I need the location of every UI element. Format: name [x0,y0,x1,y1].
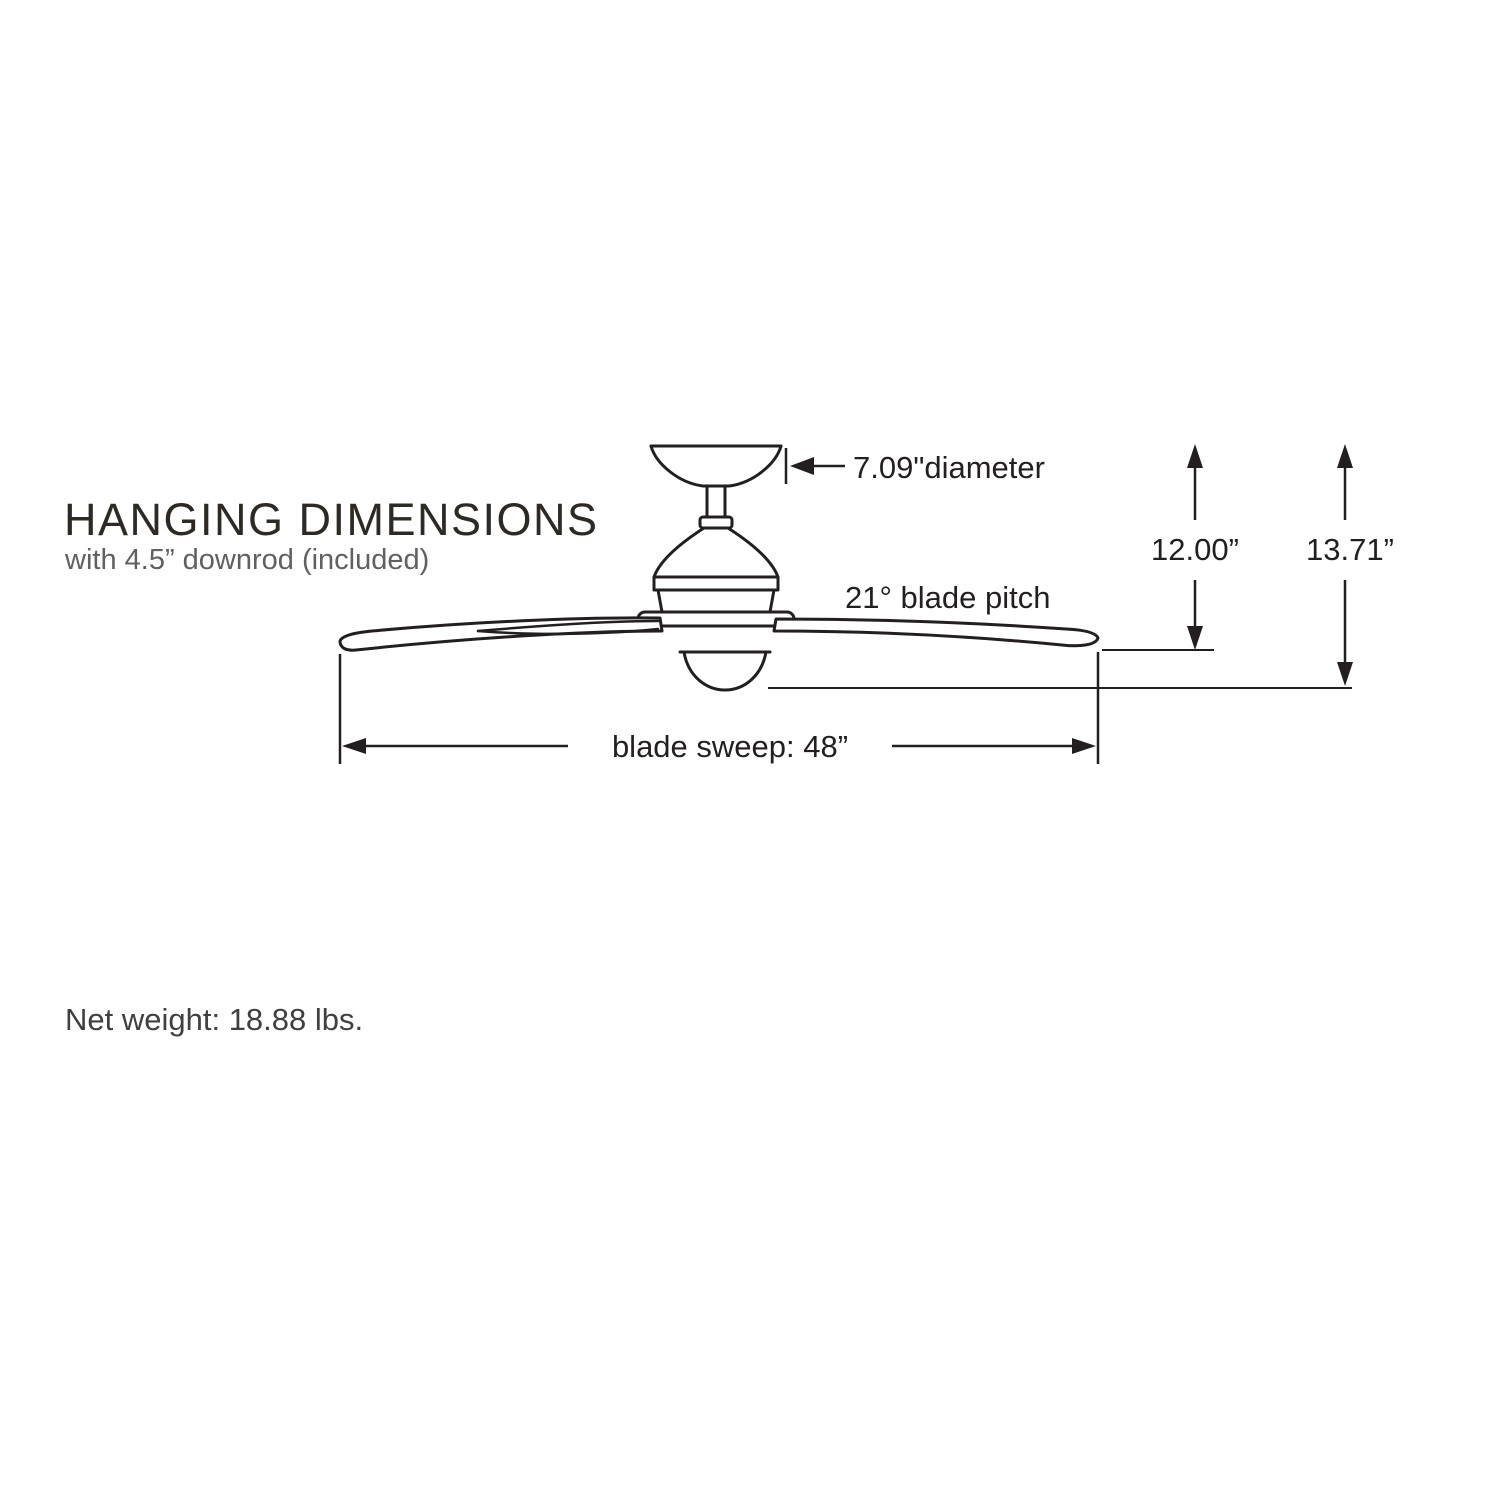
fan-blade-right [772,617,1100,648]
motor-lower-housing [656,588,776,614]
blade-sweep-label: blade sweep: 48” [612,729,848,764]
blade-pitch-label: 21° blade pitch [845,580,1050,615]
canopy-diameter-arrowhead [790,457,814,475]
height-12-label: 12.00” [1151,532,1239,567]
height-12-arrow-down [1187,626,1203,650]
height-1371-arrow-down [1337,662,1353,686]
height-1371-arrow-up [1337,444,1353,468]
height-12-arrow-up [1187,444,1203,468]
fan-blade-front-edge-top [476,619,660,633]
page-subtitle: with 4.5” downrod (included) [65,544,430,576]
canopy-diameter-label: 7.09"diameter [853,450,1045,485]
fan-blade-left [338,616,664,652]
canopy [649,444,783,488]
sweep-arrow-right [1072,738,1096,754]
dimension-lines [338,444,1353,764]
downrod-collar [698,515,734,530]
fan-blade-front-edge-bottom [476,627,660,636]
sweep-arrow-left [342,738,366,754]
light-kit-dome [682,650,768,692]
motor-bell [652,526,780,579]
ceiling-fan-drawing [338,444,1100,692]
motor-band [652,575,780,592]
page-title: HANGING DIMENSIONS [64,494,599,545]
downrod [705,484,727,522]
net-weight-label: Net weight: 18.88 lbs. [65,1002,364,1037]
height-1371-label: 13.71” [1306,532,1394,567]
